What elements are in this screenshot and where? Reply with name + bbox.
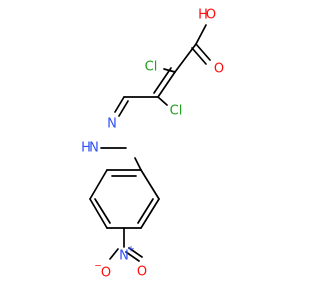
nitro-oxygen-left-label: O [101,266,111,281]
bond-carboxyl-c-oh [195,24,207,45]
bond-c2-carboxyl-c [174,43,197,73]
nitro-oxygen-right-label: O [137,265,147,280]
amine-hydrogen-label: H [81,141,91,156]
hydroxyl-hydrogen-label: H [198,8,208,23]
bond-c2-c3-double-a [157,71,176,98]
imine-nitrogen-label: N [107,117,117,132]
molecule-structure: H O O Cl Cl N H N N + − O O [81,8,224,281]
bond-layer [89,24,211,262]
nitro-oxygen-left-charge-label: − [94,262,102,272]
ring-bond-1 [140,169,160,200]
bond-nitro-o-left [109,248,119,260]
nitro-nitrogen-charge-label: + [127,245,135,255]
hydroxyl-oxygen-label: O [206,8,216,23]
nitro-nitrogen-label: N [119,249,129,264]
bond-c3-cl-lower [157,96,168,106]
bond-carboxyl-c-o-double-a [195,43,211,61]
ring-bond-4 [89,198,108,229]
amine-nitrogen-label: N [89,141,99,156]
ring-bond-2 [140,198,160,229]
carbonyl-oxygen-label: O [214,62,224,77]
bond-carboxyl-c-o-double-b [191,47,207,65]
chlorine-lower-label: Cl [170,104,183,119]
chlorine-upper-label: Cl [145,60,158,75]
bond-c4-n-double-b [118,100,129,117]
bond-n-aryl [134,157,142,171]
bond-c2-c3-double-b [153,67,172,94]
ring-double-bond-2 [137,198,154,224]
bond-c4-n-double-a [114,96,125,113]
bond-nitro-o-right-a [128,247,143,258]
ring-double-bond-3 [94,198,111,224]
ring-bond-5 [89,169,108,200]
bond-nitro-o-right-b [125,251,140,262]
atom-label-layer: H O O Cl Cl N H N N + − O O [81,8,224,281]
